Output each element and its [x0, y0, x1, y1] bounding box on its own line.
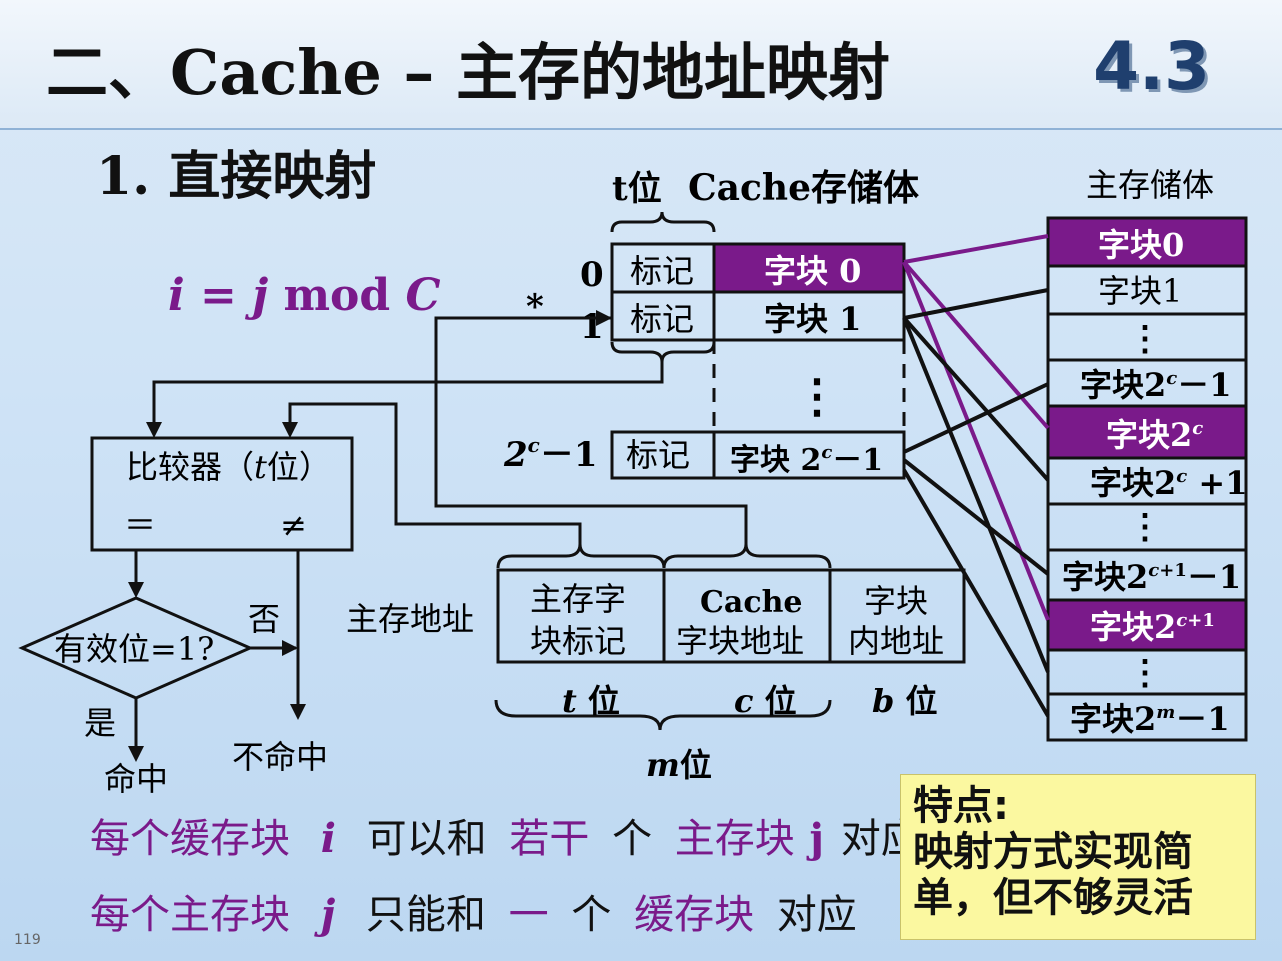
- mm-block-2c+1-1: 字块2c+1－1: [1062, 558, 1241, 596]
- cache-tag-label-1: 标记: [630, 300, 694, 338]
- cache-index-last: 2c－1: [503, 433, 598, 475]
- valid-yes: 是: [84, 704, 116, 742]
- mm-dots-1: ⋮: [1128, 319, 1162, 359]
- addr-field-3a: 字块: [864, 582, 928, 620]
- cache-index-0: 0: [580, 255, 604, 295]
- subtitle: 1. 直接映射: [96, 146, 377, 207]
- t-bits-brace: [610, 211, 716, 233]
- feature-title: 特点:: [913, 783, 1009, 829]
- mm-block-2c: 字块2c: [1106, 416, 1203, 454]
- hit-label: 命中: [104, 760, 168, 798]
- title-bar: [0, 0, 1282, 130]
- comparator-label: 比较器（t位）: [126, 448, 331, 486]
- mm-block-2m-1: 字块2m－1: [1070, 700, 1230, 738]
- comparator-box: [90, 436, 354, 552]
- cache-tag-label-last: 标记: [626, 436, 690, 474]
- page-title: 二、Cache – 主存的地址映射: [46, 36, 890, 109]
- cache-star: *: [526, 287, 544, 327]
- comparator-neq: ≠: [280, 506, 307, 544]
- address-label: 主存地址: [346, 600, 474, 638]
- addr-field-2b: 字块地址: [676, 622, 804, 660]
- cache-tag-label-0: 标记: [630, 252, 694, 290]
- addr-offset-field: [828, 568, 966, 664]
- valid-no: 否: [248, 600, 280, 638]
- main-memory-header: 主存储体: [1086, 166, 1214, 204]
- mm-block-0: 字块0: [1098, 226, 1184, 264]
- valid-label: 有效位=1?: [54, 630, 214, 668]
- note-line-2: 每个主存块 j 只能和 一 个 缓存块 对应: [90, 891, 857, 938]
- addr-field-1a: 主存字: [530, 580, 626, 618]
- cache-block-0: [712, 242, 906, 294]
- note-line-1: 每个缓存块 i 可以和 若干 个 主存块 j 对应: [90, 815, 921, 862]
- b-bits-label: b 位: [872, 682, 938, 720]
- cache-block-label-0: 字块 0: [764, 252, 861, 290]
- cache-block-label-last: 字块 2c－1: [730, 442, 883, 478]
- mm-dots-3: ⋮: [1128, 653, 1162, 693]
- addr-field-3b: 内地址: [848, 622, 944, 660]
- cache-t-header: t位: [612, 169, 662, 209]
- miss-label: 不命中: [232, 738, 328, 776]
- mm-block-2c+1: 字块2c +1: [1090, 464, 1247, 502]
- cache-block-last: [712, 430, 906, 480]
- addr-field-2a: Cache: [700, 585, 802, 620]
- m-bits-label: m位: [646, 746, 712, 784]
- cache-title: Cache存储体: [688, 167, 919, 209]
- t-bits-label: t 位: [562, 682, 620, 720]
- feature-box: 特点: 映射方式实现简单，但不够灵活: [900, 774, 1256, 940]
- cache-block-label-1: 字块 1: [764, 300, 861, 338]
- feature-body: 映射方式实现简单，但不够灵活: [913, 829, 1193, 921]
- mm-block-1: 字块1: [1098, 272, 1182, 310]
- mm-block-2c-1: 字块2c－1: [1080, 366, 1232, 404]
- c-bits-label: c 位: [734, 682, 797, 720]
- mapping-formula: i = j mod C: [168, 270, 441, 321]
- mm-dots-2: ⋮: [1128, 507, 1162, 547]
- addr-field-1b: 块标记: [530, 622, 626, 660]
- section-number: 4.3: [1093, 28, 1210, 105]
- comparator-eq: ＝: [124, 506, 156, 544]
- cache-dots: ⋮: [794, 369, 840, 423]
- page-number: 119: [14, 932, 41, 948]
